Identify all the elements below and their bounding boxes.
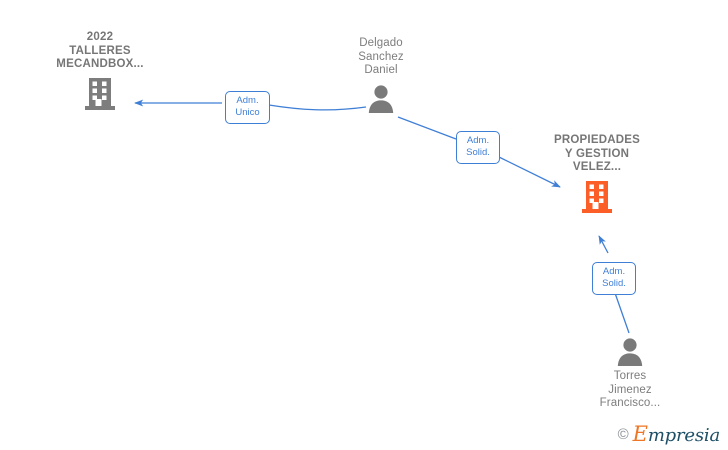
edge-label-adm-solid-delgado[interactable]: Adm. Solid.	[456, 131, 500, 164]
brand-wordmark: Empresia	[632, 422, 721, 446]
copyright-icon: ©	[617, 426, 629, 443]
building-icon	[517, 175, 677, 215]
person-icon	[301, 78, 461, 113]
node-person-torres[interactable]: Torres Jimenez Francisco...	[550, 336, 710, 411]
node-label-talleres: 2022 TALLERES MECANDBOX...	[56, 31, 144, 70]
brand-initial: E	[632, 422, 648, 446]
node-person-delgado[interactable]: Delgado Sanchez Daniel	[301, 37, 461, 113]
edge-label-adm-unico[interactable]: Adm. Unico	[225, 91, 270, 124]
brand-rest: mpresia	[647, 425, 720, 446]
edge-delgado-propiedades	[397, 116, 561, 188]
node-label-torres: Torres Jimenez Francisco...	[599, 370, 661, 409]
node-label-delgado: Delgado Sanchez Daniel	[358, 37, 404, 76]
node-company-talleres[interactable]: 2022 TALLERES MECANDBOX...	[20, 31, 180, 112]
edge-label-adm-solid-torres[interactable]: Adm. Solid.	[592, 262, 636, 295]
person-icon	[550, 336, 710, 366]
edge-torres-propiedades	[598, 235, 630, 334]
empresia-watermark: © Empresia	[617, 422, 721, 446]
node-label-propiedades: PROPIEDADES Y GESTION VELEZ...	[554, 134, 640, 173]
node-company-propiedades[interactable]: PROPIEDADES Y GESTION VELEZ...	[517, 134, 677, 215]
edge-delgado-talleres	[134, 99, 367, 111]
building-icon	[20, 72, 180, 112]
